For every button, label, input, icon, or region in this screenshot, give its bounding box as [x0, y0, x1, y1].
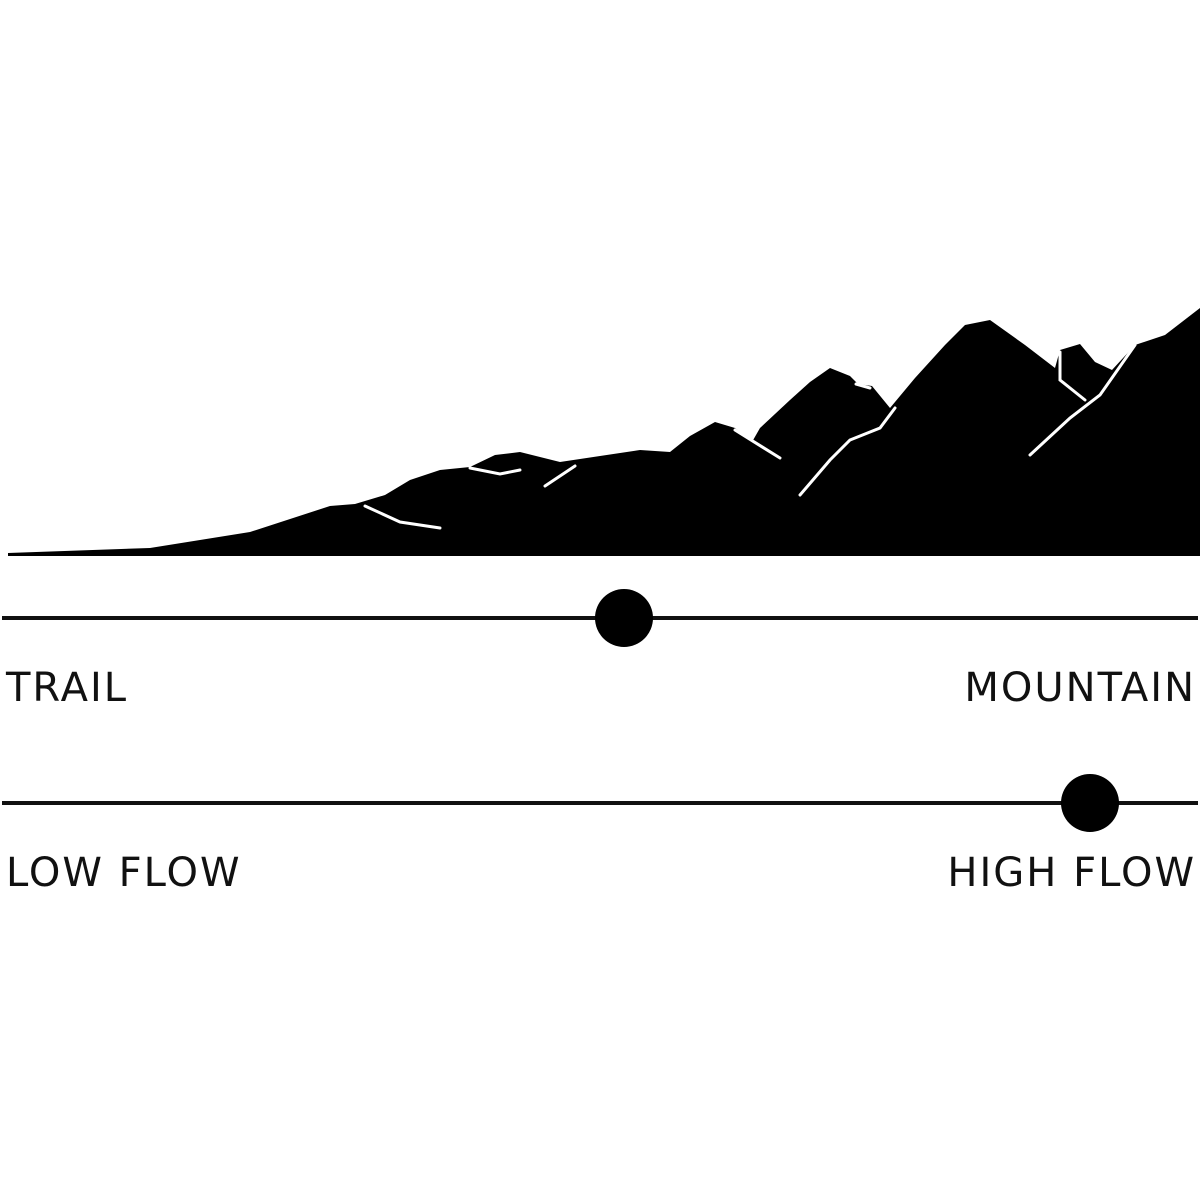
mountain-silhouette-icon — [8, 308, 1200, 556]
terrain-slider-knob[interactable] — [594, 589, 653, 647]
flow-left-label: LOW FLOW — [6, 850, 242, 896]
terrain-right-label: MOUNTAIN — [964, 665, 1196, 711]
terrain-slider-track[interactable] — [2, 589, 1198, 647]
flow-slider-knob[interactable] — [1061, 774, 1120, 832]
flow-slider-track[interactable] — [2, 774, 1198, 832]
flow-right-label: HIGH FLOW — [947, 850, 1196, 896]
terrain-left-label: TRAIL — [6, 665, 129, 711]
